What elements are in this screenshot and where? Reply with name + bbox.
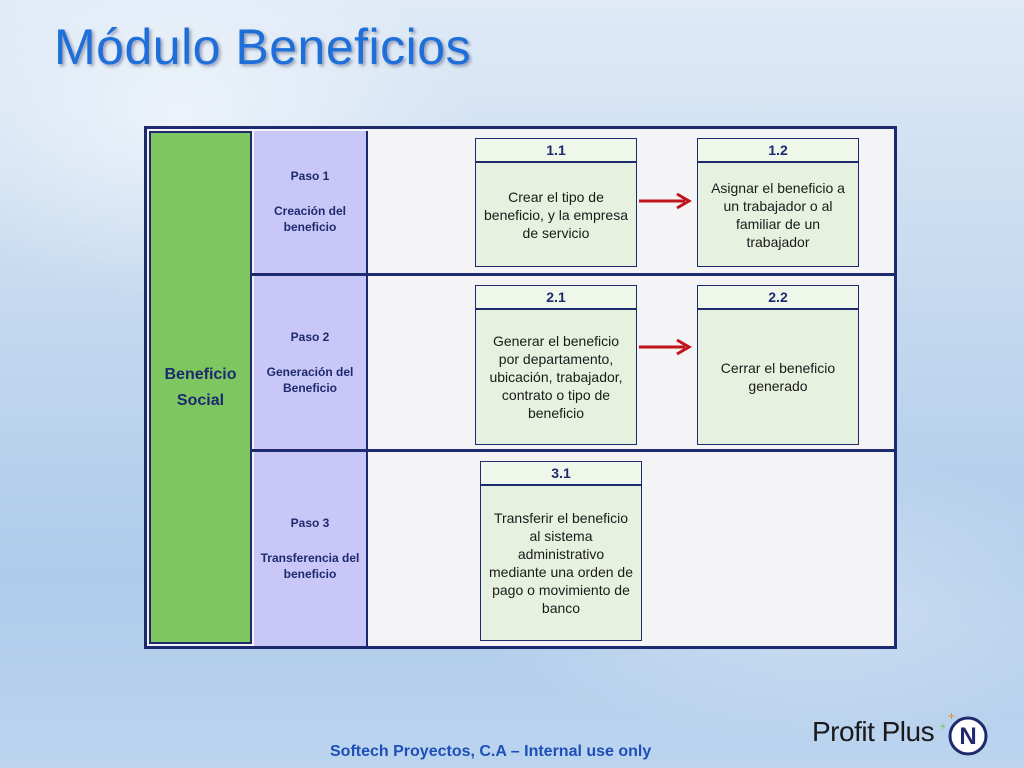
task-2-1: 2.1 Generar el beneficio por departament…: [475, 285, 637, 445]
logo-badge-icon: N + +: [940, 709, 988, 756]
task-id: 1.2: [698, 139, 858, 163]
task-text: Crear el tipo de beneficio, y la empresa…: [484, 188, 628, 241]
row-separator: [252, 273, 895, 276]
svg-text:+: +: [948, 709, 955, 723]
process-diagram: Beneficio Social Paso 1 Creación del ben…: [144, 126, 897, 649]
task-text: Asignar el beneficio a un trabajador o a…: [711, 179, 845, 250]
step-number: Paso 2: [290, 329, 330, 344]
step-3: Paso 3 Transferencia del beneficio: [254, 452, 368, 646]
task-id: 2.1: [476, 286, 636, 310]
step-2: Paso 2 Generación del Beneficio: [254, 276, 368, 449]
task-text: Generar el beneficio por departamento, u…: [489, 333, 623, 421]
task-id: 2.2: [698, 286, 858, 310]
task-id: 1.1: [476, 139, 636, 163]
task-text: Cerrar el beneficio generado: [720, 360, 836, 394]
task-1-2: 1.2 Asignar el beneficio a un trabajador…: [697, 138, 859, 267]
footer-text: Softech Proyectos, C.A – Internal use on…: [330, 743, 652, 760]
profit-plus-logo: Profit Plus N + +: [812, 706, 1002, 758]
page-title: Módulo Beneficios: [54, 19, 472, 75]
svg-text:+: +: [940, 722, 946, 733]
task-3-1: 3.1 Transferir el beneficio al sistema a…: [480, 461, 642, 641]
row-separator: [252, 449, 895, 452]
main-category-line2: Social: [176, 391, 225, 409]
task-text: Transferir el beneficio al sistema admin…: [489, 510, 633, 616]
arrow-right-icon: [639, 192, 692, 210]
logo-text: Profit Plus: [812, 716, 935, 747]
step-name: Generación del Beneficio: [266, 364, 354, 395]
arrow-right-icon: [639, 338, 692, 356]
step-number: Paso 3: [290, 516, 330, 530]
step-number: Paso 1: [290, 169, 330, 183]
step-name: Transferencia del beneficio: [260, 551, 360, 581]
main-category-line1: Beneficio: [164, 365, 237, 383]
step-1: Paso 1 Creación del beneficio: [254, 131, 368, 273]
main-category: Beneficio Social: [149, 131, 252, 644]
task-2-2: 2.2 Cerrar el beneficio generado: [697, 285, 859, 445]
logo-badge-letter: N: [959, 723, 976, 750]
task-id: 3.1: [481, 462, 641, 486]
task-1-1: 1.1 Crear el tipo de beneficio, y la emp…: [475, 138, 637, 267]
step-name: Creación del beneficio: [273, 204, 347, 234]
